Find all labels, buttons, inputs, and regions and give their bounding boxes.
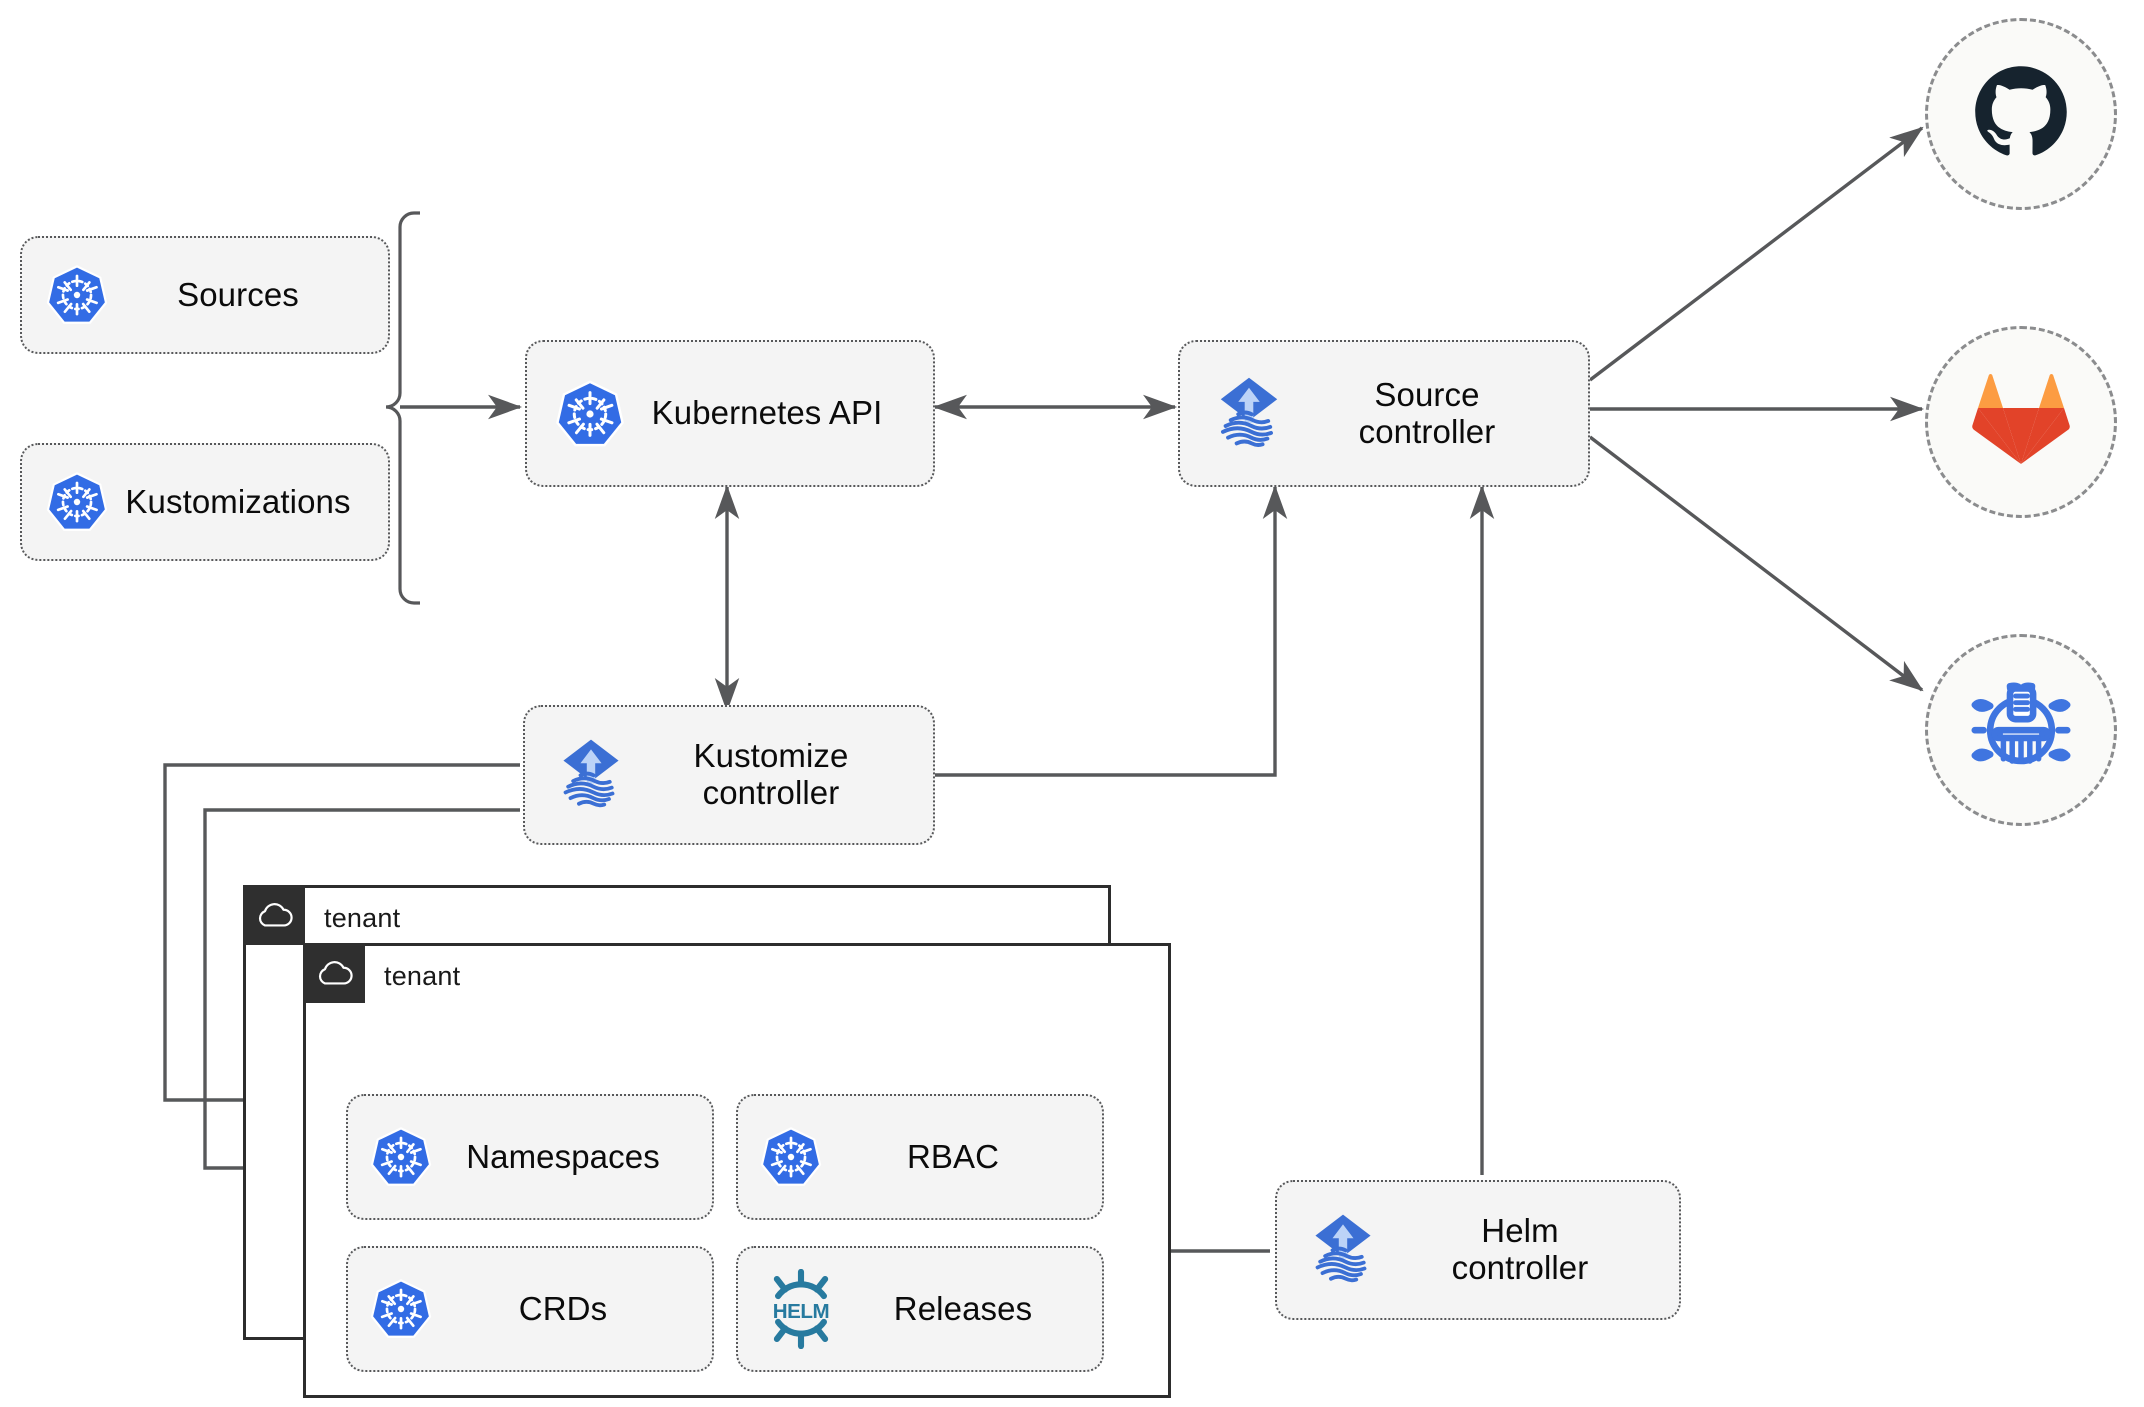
node-label: Sources <box>177 275 299 313</box>
tenant-label: tenant <box>324 902 401 933</box>
github-icon <box>1969 60 2073 169</box>
tenant-frame-inner: tenant Namespaces <box>303 943 1171 1398</box>
kubernetes-icon <box>44 262 110 328</box>
node-crds[interactable]: CRDs <box>346 1246 714 1372</box>
node-label: RBAC <box>906 1137 1000 1175</box>
node-label: CRDs <box>518 1289 608 1327</box>
flux-icon <box>1206 371 1292 457</box>
cloud-icon <box>303 943 365 1003</box>
provider-github[interactable] <box>1925 18 2117 210</box>
node-helm-controller[interactable]: Helm controller <box>1275 1180 1681 1320</box>
node-label: Kustomizations <box>125 482 351 520</box>
node-namespaces[interactable]: Namespaces <box>346 1094 714 1220</box>
kubernetes-icon <box>758 1124 824 1190</box>
node-sources[interactable]: Sources <box>20 236 390 354</box>
gitlab-icon <box>1969 370 2073 475</box>
node-label: Helm controller <box>1451 1212 1589 1286</box>
flux-icon <box>549 733 633 817</box>
node-rbac[interactable]: RBAC <box>736 1094 1104 1220</box>
node-releases[interactable]: HELM Releases <box>736 1246 1104 1372</box>
node-label: Source controller <box>1358 375 1496 450</box>
kubernetes-icon <box>44 469 110 535</box>
helm-icon: HELM <box>758 1269 844 1349</box>
provider-registry[interactable] <box>1925 634 2117 826</box>
tenant-label: tenant <box>384 960 461 991</box>
svg-text:HELM: HELM <box>773 1300 829 1323</box>
node-kustomizations[interactable]: Kustomizations <box>20 443 390 561</box>
cloud-icon <box>243 885 305 945</box>
node-source-controller[interactable]: Source controller <box>1178 340 1590 487</box>
node-kustomize-controller[interactable]: Kustomize controller <box>523 705 935 845</box>
node-label: Kubernetes API <box>651 394 883 432</box>
helm-registry-icon <box>1966 673 2076 788</box>
kubernetes-icon <box>553 377 627 451</box>
provider-gitlab[interactable] <box>1925 326 2117 518</box>
kubernetes-icon <box>368 1124 434 1190</box>
node-label: Namespaces <box>466 1137 660 1175</box>
kubernetes-icon <box>368 1276 434 1342</box>
flux-icon <box>1301 1208 1385 1292</box>
node-label: Kustomize controller <box>693 737 849 811</box>
node-label: Releases <box>893 1289 1033 1327</box>
node-kubernetes-api[interactable]: Kubernetes API <box>525 340 935 487</box>
